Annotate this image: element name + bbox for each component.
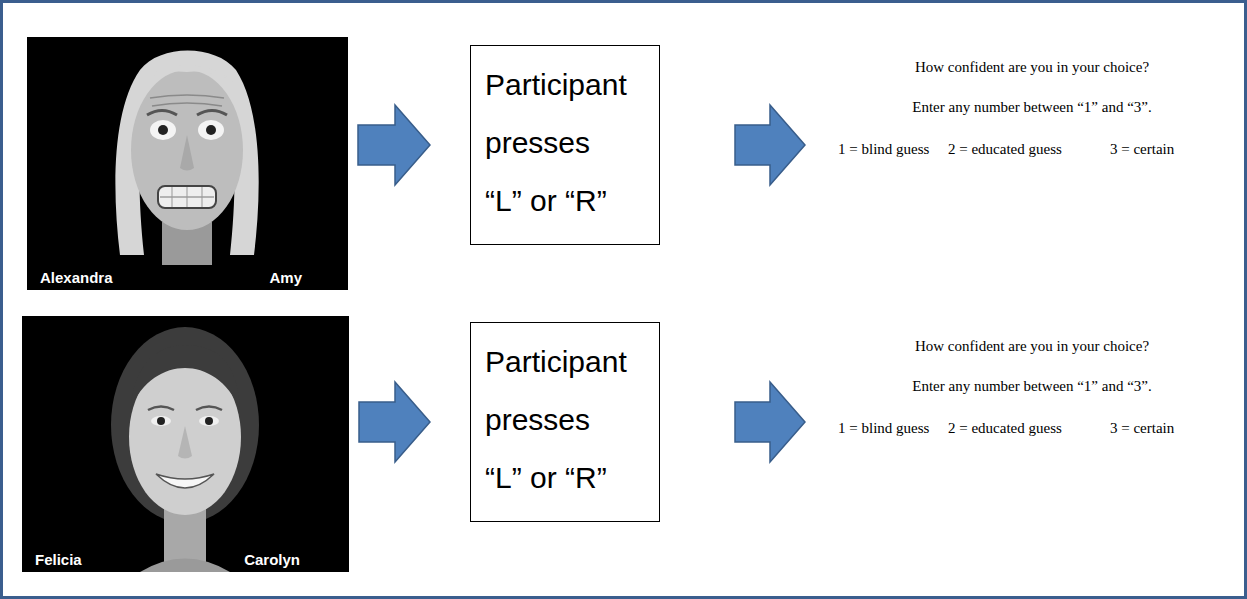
prompt-text: How confident are you in your choice?	[915, 337, 1149, 355]
block-arrow	[358, 105, 430, 185]
prompt-text: 1 = blind guess	[838, 419, 929, 437]
box-text: Participant presses “L” or “R”	[485, 333, 631, 507]
block-arrow	[359, 382, 430, 462]
prompt-text: 1 = blind guess	[838, 140, 929, 158]
face-photo	[22, 316, 349, 572]
stimulus-photo: Alexandra Amy	[27, 37, 348, 290]
process-box: Participant presses “L” or “R”	[470, 45, 660, 245]
prompt-text: 3 = certain	[1110, 140, 1174, 158]
block-arrow	[735, 382, 805, 462]
name-option: Amy	[269, 269, 302, 287]
box-text: Participant presses “L” or “R”	[485, 56, 631, 230]
block-arrow	[735, 105, 805, 185]
prompt-text: 2 = educated guess	[948, 419, 1062, 437]
prompt-text: Enter any number between “1” and “3”.	[912, 98, 1151, 116]
prompt-text: 3 = certain	[1110, 419, 1174, 437]
prompt-text: 2 = educated guess	[948, 140, 1062, 158]
prompt-text: How confident are you in your choice?	[915, 58, 1149, 76]
name-option: Carolyn	[244, 551, 300, 569]
stimulus-photo: Felicia Carolyn	[22, 316, 349, 572]
prompt-text: Enter any number between “1” and “3”.	[912, 377, 1151, 395]
name-option: Felicia	[35, 551, 82, 569]
process-box: Participant presses “L” or “R”	[470, 322, 660, 522]
face-photo	[27, 37, 348, 290]
name-option: Alexandra	[40, 269, 113, 287]
